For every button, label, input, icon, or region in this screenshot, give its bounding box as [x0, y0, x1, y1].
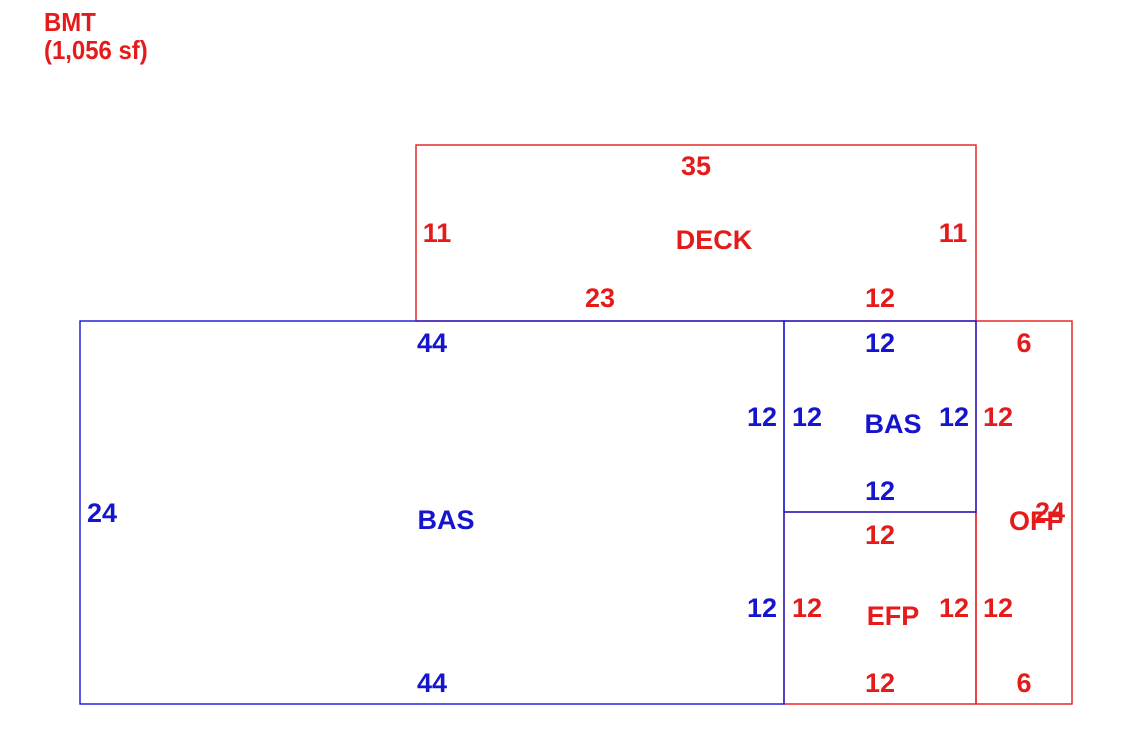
efp-top-dimension: 12 [865, 520, 895, 550]
efp-right-dimension: 12 [939, 593, 969, 623]
efp-left-dimension: 12 [792, 593, 822, 623]
deck-bottom-left-dimension: 23 [585, 283, 615, 313]
floor-area: (1,056 sf) [44, 35, 148, 65]
bas-main-right-lower-dimension: 12 [747, 593, 777, 623]
off-bottom-dimension: 6 [1016, 668, 1031, 698]
deck-area-label: DECK [676, 225, 753, 255]
bas-small-top-dimension: 12 [865, 328, 895, 358]
bas-small-bottom-dimension: 12 [865, 476, 895, 506]
bas-small-area-label: BAS [864, 409, 921, 439]
floor-label: BMT [44, 7, 96, 37]
bas-small-left-dimension: 12 [792, 402, 822, 432]
deck-left-dimension: 11 [423, 218, 452, 248]
off-top-dimension: 6 [1016, 328, 1031, 358]
bas-main-left-dimension: 24 [87, 498, 117, 528]
deck-top-dimension: 35 [681, 151, 711, 181]
bas-main-area-label: BAS [417, 505, 474, 535]
deck-right-dimension: 11 [939, 218, 968, 248]
bas-small-right-dimension: 12 [939, 402, 969, 432]
sketch-title: BMT (1,056 sf) [44, 8, 157, 64]
deck-bottom-right-dimension: 12 [865, 283, 895, 313]
efp-bottom-dimension: 12 [865, 668, 895, 698]
off-left-lower-dimension: 12 [983, 593, 1013, 623]
off-left-upper-dimension: 12 [983, 402, 1013, 432]
bas-small-outline [783, 320, 977, 513]
bas-main-top-dimension: 44 [417, 328, 447, 358]
bas-main-bottom-dimension: 44 [417, 668, 447, 698]
efp-area-label: EFP [867, 601, 920, 631]
off-side-dimension: 24 [1035, 497, 1065, 527]
off-area-label: OFF [1009, 506, 1063, 536]
bas-main-right-upper-dimension: 12 [747, 402, 777, 432]
